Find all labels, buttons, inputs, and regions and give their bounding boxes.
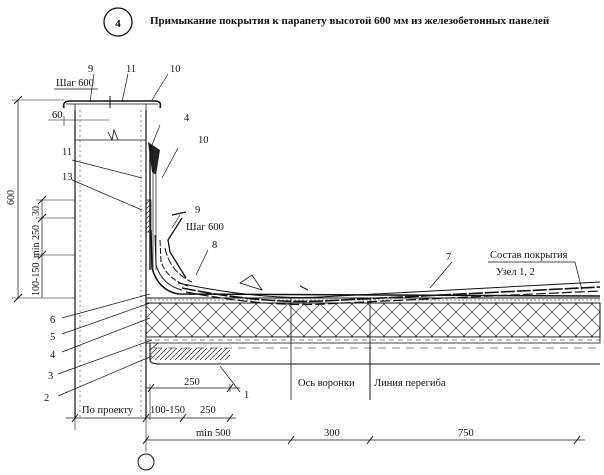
step-600-mid: Шаг 600 [186, 222, 224, 233]
callout-6: 6 [50, 315, 55, 326]
callout-4-bottom: 4 [50, 350, 56, 361]
callout-7: 7 [446, 252, 451, 263]
callout-10-mid: 10 [198, 135, 209, 146]
parapet-cap [62, 96, 162, 112]
roofing-layers [177, 274, 601, 306]
callout-3: 3 [48, 371, 53, 382]
callout-9-top: 9 [88, 64, 93, 75]
callout-4-top: 4 [184, 113, 190, 124]
node-number: 4 [115, 18, 121, 30]
leader-lines [57, 73, 583, 397]
callout-1: 1 [244, 390, 249, 401]
roof-composition-note: Состав покрытия [490, 250, 568, 261]
axis-lines [290, 298, 371, 400]
dim-300: 300 [324, 428, 340, 439]
fold-line-label: Линия перегиба [374, 378, 446, 389]
dim-by-project: По проекту [82, 405, 134, 416]
drawing-title: Примыкание покрытия к парапету высотой 6… [150, 15, 550, 27]
dim-100-150-horizontal: 100-150 [150, 405, 185, 416]
notes: Шаг 600 Шаг 600 Состав покрытия Узел 1, … [54, 78, 568, 389]
callout-10-top: 10 [170, 64, 181, 75]
roof-slab-build-up [145, 297, 601, 365]
funnel-axis-label: Ось воронки [298, 378, 355, 389]
callout-11-mid: 11 [62, 147, 72, 158]
callout-5: 5 [50, 332, 55, 343]
roof-upturn [150, 211, 601, 297]
horizontal-dimensions: 250 По проекту 100-150 250 min 500 300 7… [66, 377, 585, 471]
dim-600-vertical: 600 [6, 190, 17, 205]
callout-2: 2 [44, 393, 49, 404]
wall-flashing [145, 142, 160, 270]
callout-numbers: 9 11 10 4 10 11 13 9 8 7 6 5 4 3 2 1 [44, 64, 451, 404]
axis-marker-circle [137, 453, 155, 471]
step-600-top: Шаг 600 [56, 78, 94, 89]
vertical-dimensions: 600 30 min 250 100-150 60 [6, 95, 110, 303]
dim-min500: min 500 [196, 428, 231, 439]
callout-11-top: 11 [126, 64, 136, 75]
node-marker: 4 [103, 7, 133, 37]
dim-250-lower: 250 [200, 405, 216, 416]
dim-750: 750 [458, 428, 474, 439]
callout-8: 8 [212, 240, 217, 251]
dim-100-150-vertical: 100-150 [31, 263, 42, 296]
dim-30-vertical: 30 [31, 206, 42, 216]
dim-60: 60 [52, 110, 63, 121]
callout-13: 13 [62, 172, 73, 183]
callout-9-mid: 9 [195, 205, 200, 216]
dim-min250-vertical: min 250 [31, 225, 42, 258]
dim-250-upper: 250 [184, 377, 200, 388]
node-reference-note: Узел 1, 2 [496, 267, 535, 278]
parapet-panel [74, 110, 147, 418]
